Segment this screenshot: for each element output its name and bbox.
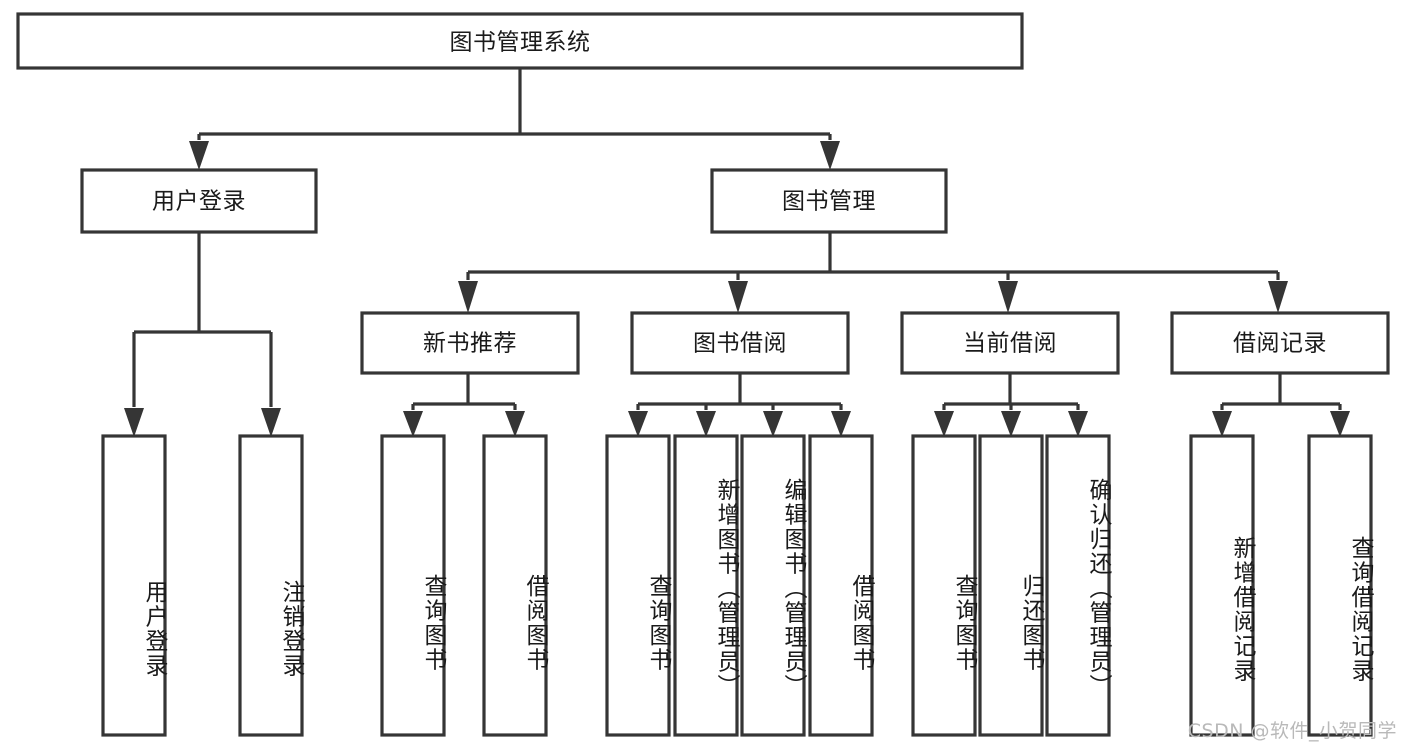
arrowhead-book-manage bbox=[820, 141, 840, 170]
node-leaf-edit-book[interactable] bbox=[740, 434, 806, 737]
arrowhead-leaf-query-book-3 bbox=[934, 411, 954, 437]
node-borrow-record[interactable] bbox=[1170, 311, 1390, 375]
node-root-label: 图书管理系统 bbox=[450, 30, 591, 56]
node-current-borrow-label: 当前借阅 bbox=[963, 331, 1057, 357]
arrowhead-leaf-query-record bbox=[1330, 411, 1350, 437]
arrowhead-current-borrow bbox=[998, 281, 1018, 313]
arrowhead-leaf-borrow-book-2 bbox=[831, 411, 851, 437]
arrowhead-leaf-add-book bbox=[696, 411, 716, 437]
node-current-borrow[interactable] bbox=[900, 311, 1120, 375]
node-book-borrow[interactable] bbox=[630, 311, 850, 375]
node-leaf-query-record[interactable] bbox=[1307, 434, 1373, 737]
node-new-book-recommend[interactable] bbox=[360, 311, 580, 375]
node-user-login-label: 用户登录 bbox=[152, 189, 246, 215]
arrowhead-new-book-recommend bbox=[458, 281, 478, 313]
node-leaf-add-book[interactable] bbox=[673, 434, 739, 737]
arrowhead-leaf-confirm-return bbox=[1068, 411, 1088, 437]
arrowhead-leaf-user-logout bbox=[261, 408, 281, 437]
node-leaf-user-login[interactable] bbox=[101, 434, 167, 737]
arrowhead-leaf-query-book-1 bbox=[403, 411, 423, 437]
node-leaf-add-record[interactable] bbox=[1189, 434, 1255, 737]
node-user-login[interactable] bbox=[80, 168, 318, 234]
arrowhead-leaf-edit-book bbox=[763, 411, 783, 437]
arrowhead-borrow-record bbox=[1268, 281, 1288, 313]
node-leaf-borrow-book-1[interactable] bbox=[482, 434, 548, 737]
arrowhead-user-login bbox=[189, 141, 209, 170]
node-leaf-query-book-1[interactable] bbox=[380, 434, 446, 737]
node-root[interactable] bbox=[16, 12, 1024, 70]
node-leaf-borrow-book-2[interactable] bbox=[808, 434, 874, 737]
node-book-borrow-label: 图书借阅 bbox=[693, 331, 787, 357]
node-book-manage[interactable] bbox=[710, 168, 948, 234]
node-leaf-user-logout[interactable] bbox=[238, 434, 304, 737]
node-leaf-query-book-3[interactable] bbox=[911, 434, 977, 737]
arrowhead-book-borrow bbox=[728, 281, 748, 313]
arrowhead-leaf-add-record bbox=[1212, 411, 1232, 437]
node-leaf-confirm-return[interactable] bbox=[1045, 434, 1111, 737]
node-new-book-recommend-label: 新书推荐 bbox=[423, 331, 517, 357]
arrowhead-leaf-return-book bbox=[1001, 411, 1021, 437]
node-leaf-query-book-2[interactable] bbox=[605, 434, 671, 737]
arrowhead-leaf-borrow-book-1 bbox=[505, 411, 525, 437]
arrowhead-leaf-user-login bbox=[124, 408, 144, 437]
node-leaf-return-book[interactable] bbox=[978, 434, 1044, 737]
node-layer: 图书管理系统 用户登录 图书管理 新书推荐 图书借阅 当前借阅 借阅记录 bbox=[16, 12, 1390, 737]
arrowhead-leaf-query-book-2 bbox=[628, 411, 648, 437]
node-book-manage-label: 图书管理 bbox=[782, 189, 876, 215]
watermark-text: CSDN @软件_小贺同学 bbox=[1187, 720, 1397, 742]
connector-layer bbox=[132, 68, 1342, 410]
node-borrow-record-label: 借阅记录 bbox=[1233, 331, 1327, 357]
arrowhead-layer bbox=[124, 141, 1350, 437]
